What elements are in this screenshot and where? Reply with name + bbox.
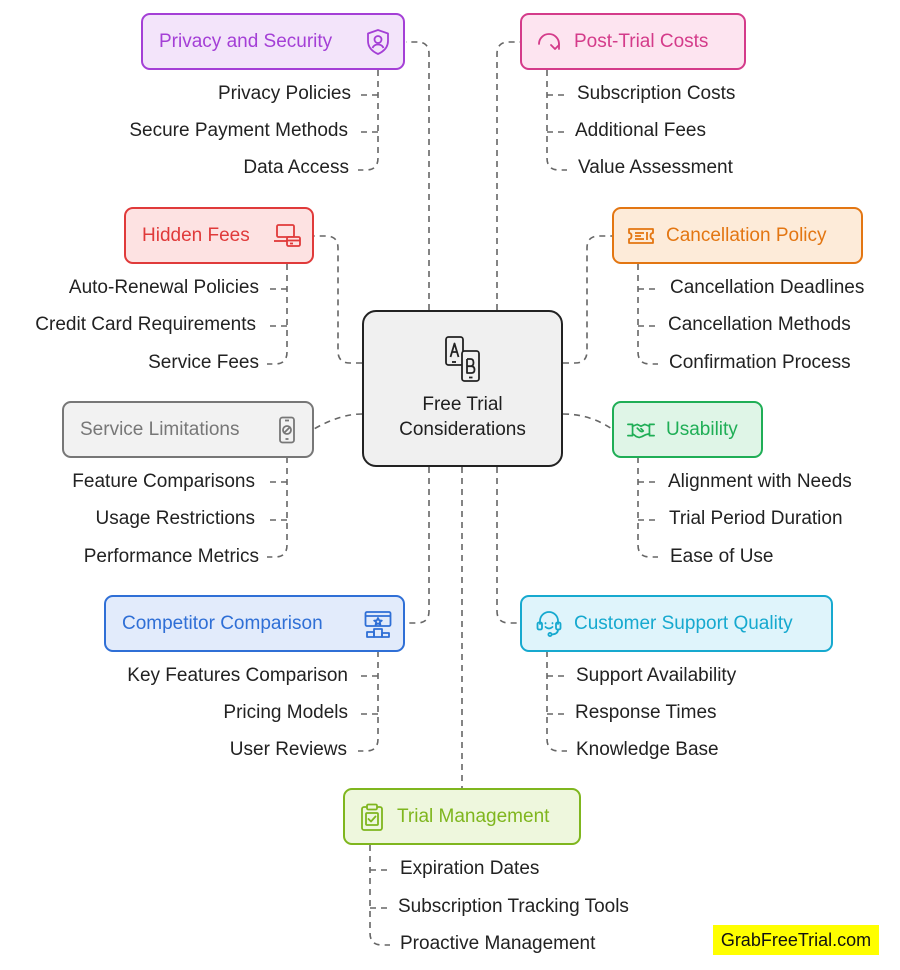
node-label: Competitor Comparison (122, 612, 323, 634)
item-subscription-tracking-tools: Subscription Tracking Tools (398, 896, 629, 917)
item-usage-restrictions: Usage Restrictions (95, 508, 255, 529)
node-trial-management: Trial Management (343, 788, 581, 845)
item-cancellation-deadlines: Cancellation Deadlines (670, 277, 865, 298)
connector-post-trial (496, 41, 520, 310)
item-trial-period-duration: Trial Period Duration (669, 508, 843, 529)
item-pricing-models: Pricing Models (223, 702, 348, 723)
item-subscription-costs: Subscription Costs (577, 83, 736, 104)
node-customer-support-quality: Customer Support Quality (520, 595, 833, 652)
item-auto-renewal-policies: Auto-Renewal Policies (68, 277, 259, 298)
connector-service-limits (313, 413, 363, 430)
item-feature-comparisons: Feature Comparisons (72, 471, 255, 492)
item-support-availability: Support Availability (576, 665, 737, 686)
node-label: Hidden Fees (142, 224, 250, 246)
shield-user-icon (363, 27, 393, 57)
center-title-line2: Considerations (399, 419, 526, 440)
node-label: Service Limitations (80, 418, 240, 440)
node-competitor-comparison: Competitor Comparison (104, 595, 405, 652)
item-service-fees: Service Fees (148, 352, 259, 373)
node-cancellation-policy: Cancellation Policy (612, 207, 863, 264)
node-post-trial-costs: Post-Trial Costs (520, 13, 746, 70)
ranking-podium-icon (363, 609, 393, 639)
node-label: Trial Management (397, 805, 550, 827)
item-privacy-policies: Privacy Policies (217, 83, 351, 104)
center-title-line1: Free Trial (422, 394, 503, 415)
center-title: Free Trial Considerations (399, 392, 526, 442)
item-ease-of-use: Ease of Use (670, 546, 774, 567)
item-additional-fees: Additional Fees (575, 120, 706, 141)
node-usability: Usability (612, 401, 763, 458)
item-proactive-management: Proactive Management (400, 933, 596, 954)
node-hidden-fees: Hidden Fees (124, 207, 314, 264)
item-alignment-with-needs: Alignment with Needs (668, 471, 852, 492)
item-credit-card-requirements: Credit Card Requirements (35, 314, 256, 335)
node-label: Usability (666, 418, 738, 440)
node-label: Privacy and Security (159, 30, 333, 52)
item-cancellation-methods: Cancellation Methods (668, 314, 851, 335)
node-label: Post-Trial Costs (574, 30, 709, 52)
connector-privacy (406, 41, 430, 310)
phone-blocked-icon (272, 415, 302, 445)
item-response-times: Response Times (575, 702, 717, 723)
handshake-icon (626, 415, 656, 445)
headset-icon (534, 609, 564, 639)
ticket-icon (626, 221, 656, 251)
connector-support (496, 467, 520, 624)
connector-competitor (406, 467, 430, 624)
item-key-features-comparison: Key Features Comparison (127, 665, 348, 686)
center-node: Free Trial Considerations (362, 310, 563, 467)
item-secure-payment-methods: Secure Payment Methods (129, 120, 348, 141)
laptop-card-icon (272, 221, 302, 251)
node-privacy-security: Privacy and Security (141, 13, 405, 70)
clipboard-check-icon (357, 802, 387, 832)
item-user-reviews: User Reviews (229, 739, 347, 760)
refresh-arrow-icon (534, 27, 564, 57)
node-service-limitations: Service Limitations (62, 401, 314, 458)
item-expiration-dates: Expiration Dates (400, 858, 540, 879)
watermark-label: GrabFreeTrial.com (713, 925, 879, 955)
item-performance-metrics: Performance Metrics (83, 546, 259, 567)
item-data-access: Data Access (243, 157, 349, 178)
connector-hidden-fees (314, 235, 362, 364)
item-confirmation-process: Confirmation Process (669, 352, 851, 373)
connector-cancellation (563, 235, 612, 364)
ab-test-icon (443, 335, 483, 390)
item-value-assessment: Value Assessment (578, 157, 733, 178)
node-label: Customer Support Quality (574, 612, 793, 634)
connector-usability (562, 413, 613, 430)
node-label: Cancellation Policy (666, 224, 827, 246)
item-knowledge-base: Knowledge Base (576, 739, 719, 760)
